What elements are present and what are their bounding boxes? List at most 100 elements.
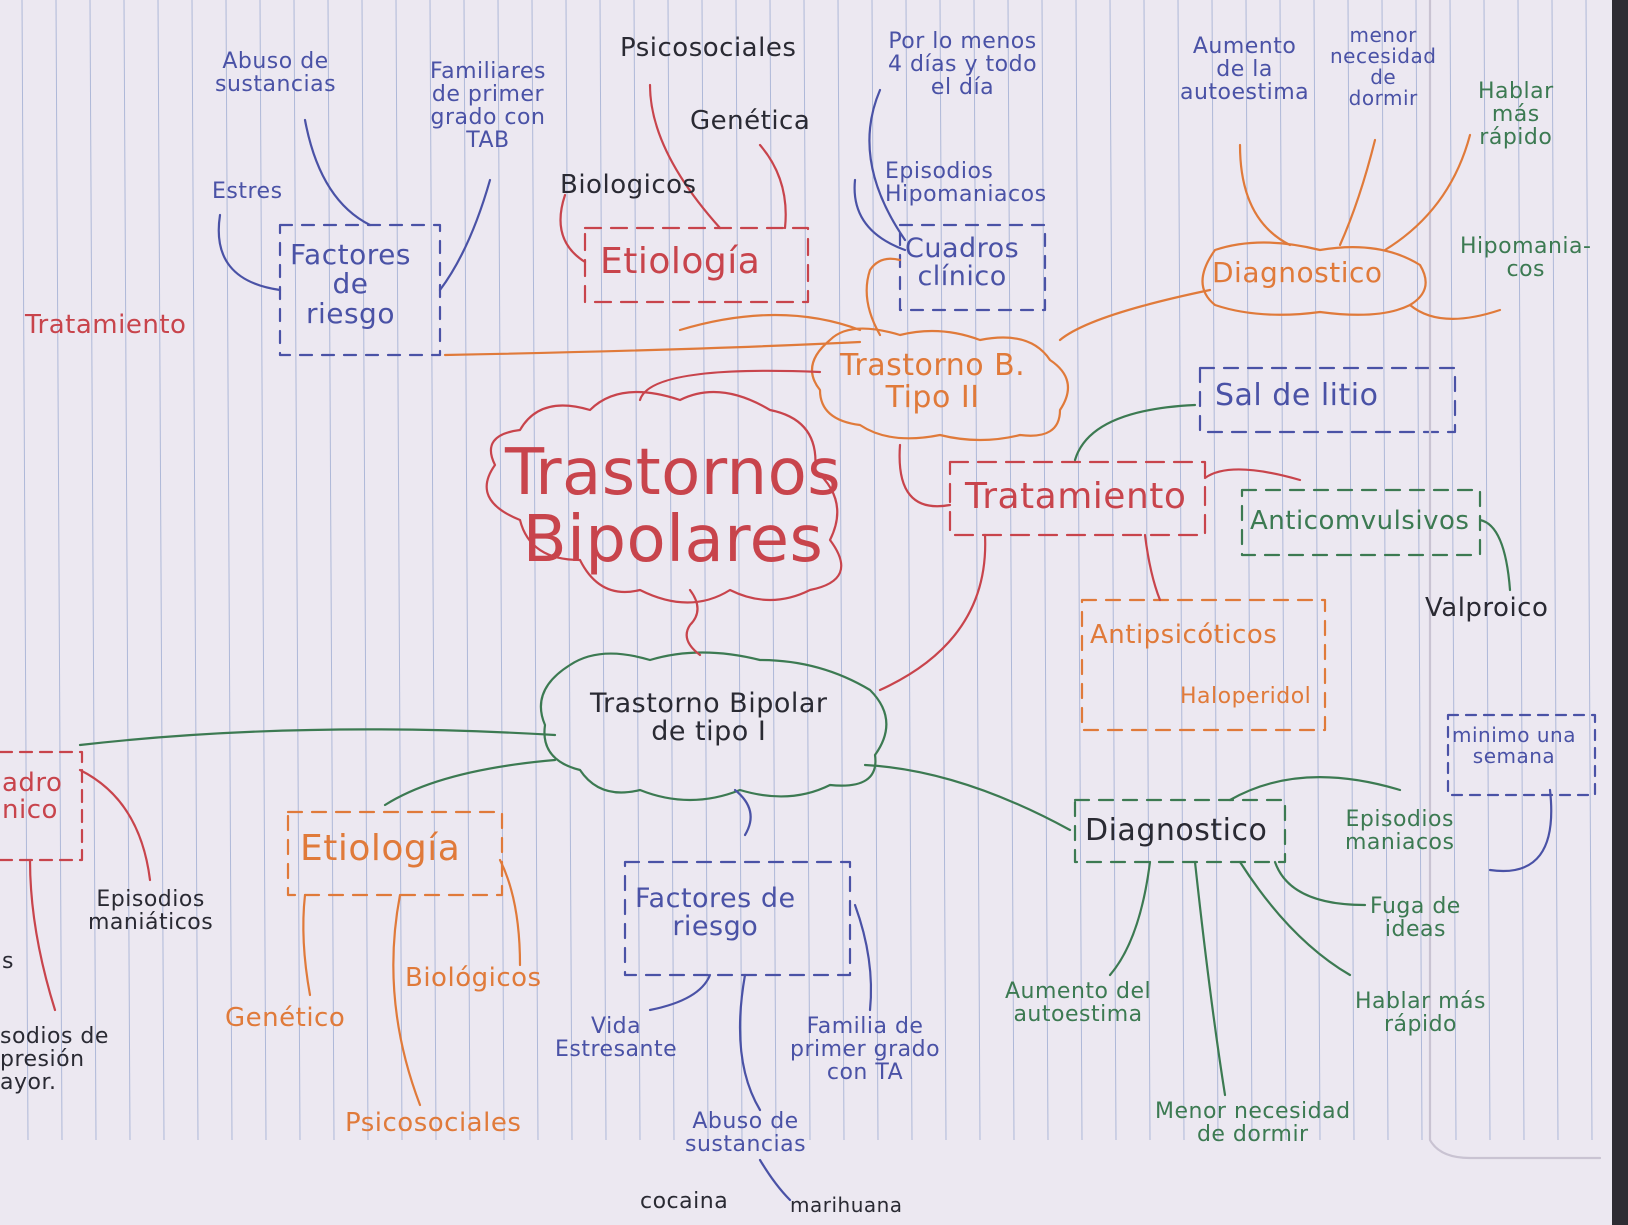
link-tipo1-diagnostico xyxy=(863,763,1072,832)
diagnostico2-dormir: menor necesidad de dormir xyxy=(1330,23,1437,110)
etiologia1-genetico: Genético xyxy=(225,1003,346,1033)
link-e2-biologicos xyxy=(559,193,587,264)
rule-line xyxy=(1075,0,1083,1141)
link-center-tipo1 xyxy=(685,588,702,657)
tratamiento-left: Tratamiento xyxy=(25,310,187,340)
diagnostico1-title: Diagnostico xyxy=(1085,813,1268,848)
rule-line xyxy=(1007,0,1015,1141)
link-c2-duracion xyxy=(868,88,907,242)
rule-line xyxy=(1313,0,1321,1141)
link-tratamiento-tipo2 xyxy=(898,443,952,508)
tipo1-depresion: sodios de presión ayor. xyxy=(0,1024,109,1096)
diagnostico1-minimo: minimo una semana xyxy=(1452,723,1576,768)
factores1-title: Factores de riesgo xyxy=(635,883,796,943)
tipo2-title: Trastorno B. Tipo II xyxy=(840,348,1026,415)
rule-line xyxy=(429,0,437,1141)
rule-line xyxy=(973,0,981,1141)
etiologia1-psicosociales: Psicosociales xyxy=(345,1108,522,1138)
link-center-tipo2 xyxy=(638,369,822,402)
tipo1-episodios-maniaticos: Episodios maniáticos xyxy=(88,887,214,936)
frame-etiologia-2 xyxy=(583,226,810,304)
rule-line xyxy=(395,0,403,1141)
rule-line xyxy=(1483,0,1491,1141)
rule-line xyxy=(905,0,913,1141)
rule-line xyxy=(735,0,743,1141)
factores1-familia: Familia de primer grado con TA xyxy=(790,1014,941,1086)
factores1-vida: Vida Estresante xyxy=(555,1014,678,1063)
etiologia1-biologicos: Biológicos xyxy=(405,963,542,993)
antipsicoticos: Antipsicóticos xyxy=(1090,620,1278,650)
rule-line xyxy=(565,0,573,1141)
center-topic: Trastornos Bipolares xyxy=(505,436,842,578)
etiologia2-psicosociales: Psicosociales xyxy=(620,33,797,63)
rule-line xyxy=(89,0,97,1141)
rule-line xyxy=(55,0,63,1141)
cuadros2-title: Cuadros clínico xyxy=(905,233,1020,293)
rule-line xyxy=(667,0,675,1141)
link-e2-genetica xyxy=(758,143,787,230)
rule-line xyxy=(871,0,879,1141)
rule-line xyxy=(1449,0,1457,1141)
link-anticonv-valproico xyxy=(1478,518,1512,592)
frame-minimo xyxy=(1446,713,1597,797)
link-f2-estres xyxy=(217,213,282,292)
diagnostico2-autoestima: Aumento de la autoestima xyxy=(1180,34,1310,106)
link-etio1-psicosociales xyxy=(392,893,422,1107)
link-tratamiento-anticonv xyxy=(1203,468,1302,482)
rule-line xyxy=(803,0,811,1141)
rule-line xyxy=(1143,0,1151,1141)
link-diag1-hablar xyxy=(1238,860,1352,977)
rule-line xyxy=(21,0,29,1141)
rule-line xyxy=(1041,0,1049,1141)
sal-litio: Sal de litio xyxy=(1215,378,1379,413)
rule-line xyxy=(1381,0,1389,1141)
haloperidol: Haloperidol xyxy=(1180,684,1312,709)
link-tipo2-etiologia xyxy=(678,313,862,332)
frame-cuadros-2 xyxy=(898,223,1047,312)
link-d2-autoestima xyxy=(1238,143,1292,247)
link-tratamiento-litio xyxy=(1073,403,1197,462)
rule-line xyxy=(497,0,505,1141)
rule-line xyxy=(531,0,539,1141)
rule-line xyxy=(701,0,709,1141)
etiologia2-genetica: Genética xyxy=(690,106,811,136)
rule-line xyxy=(123,0,131,1141)
rule-line xyxy=(939,0,947,1141)
rule-line xyxy=(1109,0,1117,1141)
factores2-familiares: Familiares de primer grado con TAB xyxy=(430,59,546,154)
frame-sal-litio xyxy=(1198,366,1457,434)
rule-line xyxy=(293,0,301,1141)
diagnostico1-autoestima: Aumento del autoestima xyxy=(1005,979,1152,1028)
rule-line xyxy=(1517,0,1525,1141)
link-c2-episodios xyxy=(853,178,907,252)
link-tipo2-diagnostico xyxy=(1058,288,1212,342)
rule-line xyxy=(1585,0,1593,1141)
etiologia1-title: Etiología xyxy=(300,828,461,869)
link-diag1-dormir xyxy=(1193,860,1227,1097)
rule-line xyxy=(769,0,777,1141)
frame-antipsicoticos xyxy=(1080,598,1327,732)
rule-line xyxy=(225,0,233,1141)
link-etio1-biologicos xyxy=(498,858,522,967)
link-f2-familiares xyxy=(438,178,492,292)
valproico: Valproico xyxy=(1425,593,1549,623)
cloud-tipo-1 xyxy=(539,651,888,802)
diagnostico2-title: Diagnostico xyxy=(1212,256,1383,289)
link-cuadro1-episodios xyxy=(78,768,152,882)
link-etio1-genetico xyxy=(302,893,312,997)
page-edge-shadow xyxy=(1612,0,1628,1225)
frame-etiologia-1 xyxy=(286,810,504,897)
frame-tratamiento xyxy=(948,460,1207,537)
cuadros2-duracion: Por lo menos 4 días y todo el día xyxy=(888,29,1038,101)
link-tratamiento-antipsic xyxy=(1143,533,1162,602)
diagnostico1-episodios: Episodios maniacos xyxy=(1345,807,1455,856)
etiologia2-biologicos: Biologicos xyxy=(560,170,697,200)
frame-diagnostico-1 xyxy=(1073,798,1287,864)
diagnostico1-fuga: Fuga de ideas xyxy=(1370,894,1461,943)
link-tipo1-cuadro xyxy=(78,728,557,747)
link-d2-dormir xyxy=(1338,138,1377,247)
diagnostico2-hablar: Hablar más rápido xyxy=(1478,79,1554,151)
rule-line xyxy=(463,0,471,1141)
